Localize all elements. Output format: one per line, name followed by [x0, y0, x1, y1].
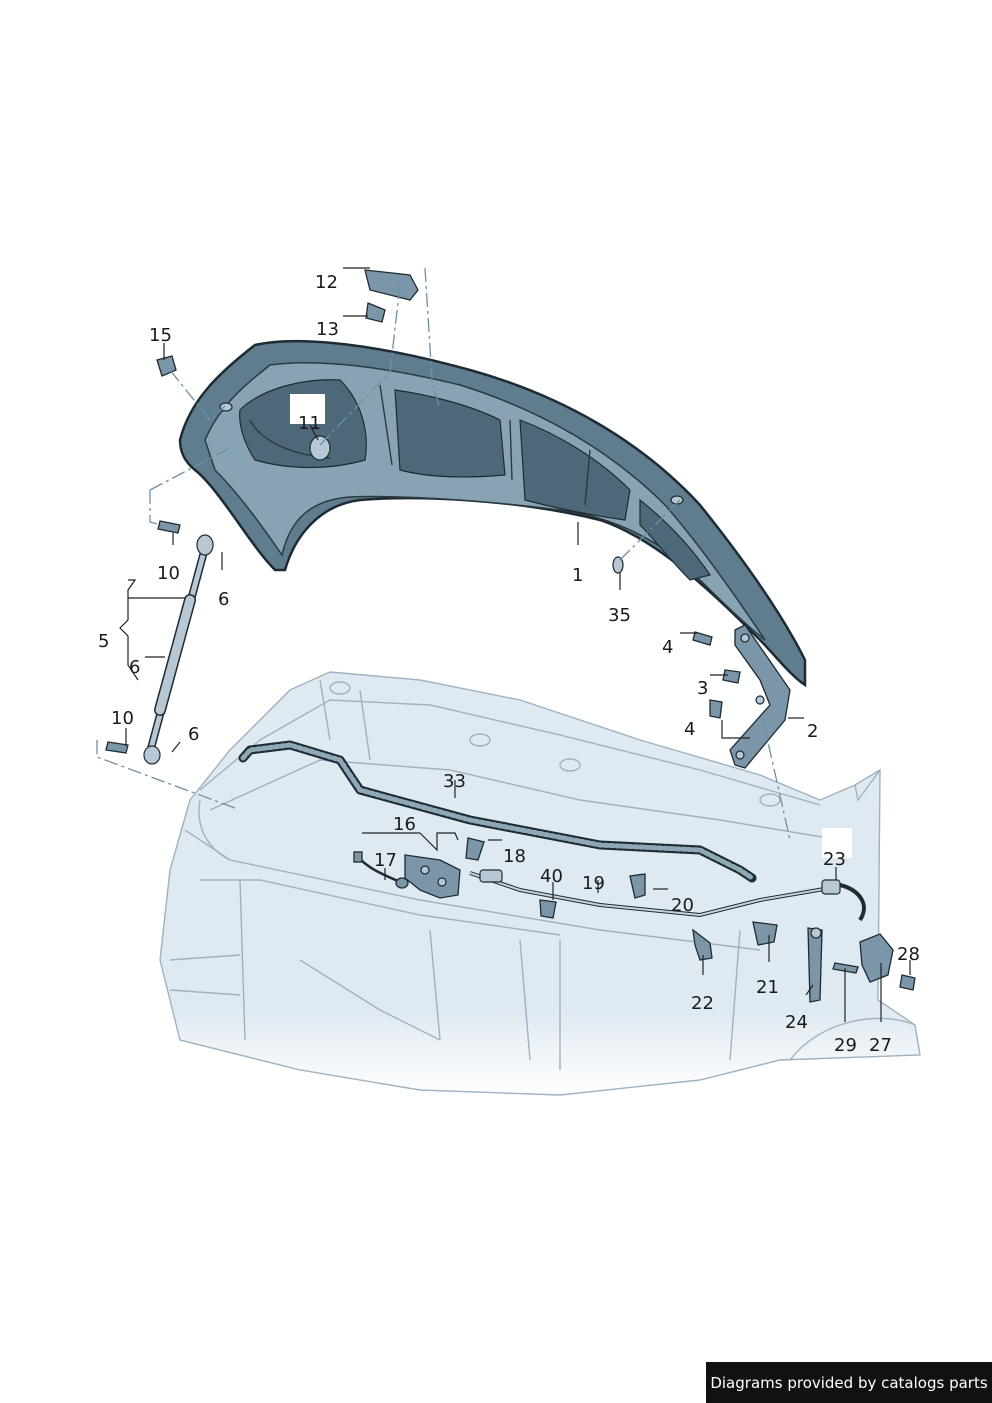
callout-28: 28 [897, 944, 920, 965]
hinge-part [729, 624, 791, 769]
release-handle [859, 933, 894, 983]
callout-6-upper: 6 [218, 589, 229, 610]
callout-21: 21 [756, 977, 779, 998]
callout-23: 23 [823, 849, 846, 870]
hood-panel [178, 339, 807, 688]
callout-29: 29 [834, 1035, 857, 1056]
callout-24: 24 [785, 1012, 808, 1033]
callout-10-lower: 10 [111, 708, 134, 729]
callout-labels: 1 2 3 4 4 5 6 6 6 10 10 11 12 13 15 16 1… [98, 272, 920, 1056]
callout-12: 12 [315, 272, 338, 293]
guide-lines [96, 267, 791, 841]
callout-4-lower: 4 [684, 719, 695, 740]
callout-27: 27 [869, 1035, 892, 1056]
callout-6-lower: 6 [188, 724, 199, 745]
callout-1: 1 [572, 565, 583, 586]
callout-33: 33 [443, 771, 466, 792]
release-cable [469, 869, 866, 922]
watermark-text: Diagrams provided by catalogs parts [710, 1373, 988, 1392]
cable-harness [353, 851, 409, 889]
hood-seal [238, 740, 757, 883]
callout-18: 18 [503, 846, 526, 867]
callout-10-upper: 10 [157, 563, 180, 584]
callout-17: 17 [374, 850, 397, 871]
leader-lines [119, 267, 911, 1022]
callout-4-upper: 4 [662, 637, 673, 658]
callout-22: 22 [691, 993, 714, 1014]
callout-3: 3 [697, 678, 708, 699]
callout-5: 5 [98, 631, 109, 652]
handle-lever [807, 927, 823, 1003]
callout-19: 19 [582, 873, 605, 894]
watermark-banner: Diagrams provided by catalogs parts [706, 1362, 992, 1403]
callout-13: 13 [316, 319, 339, 340]
callout-6-middle: 6 [129, 657, 140, 678]
callout-15: 15 [149, 325, 172, 346]
callout-16: 16 [393, 814, 416, 835]
callout-2: 2 [807, 721, 818, 742]
callout-40: 40 [540, 866, 563, 887]
callout-20: 20 [671, 895, 694, 916]
gas-strut [143, 534, 214, 765]
callout-35: 35 [608, 605, 631, 626]
callout-11: 11 [298, 413, 321, 434]
